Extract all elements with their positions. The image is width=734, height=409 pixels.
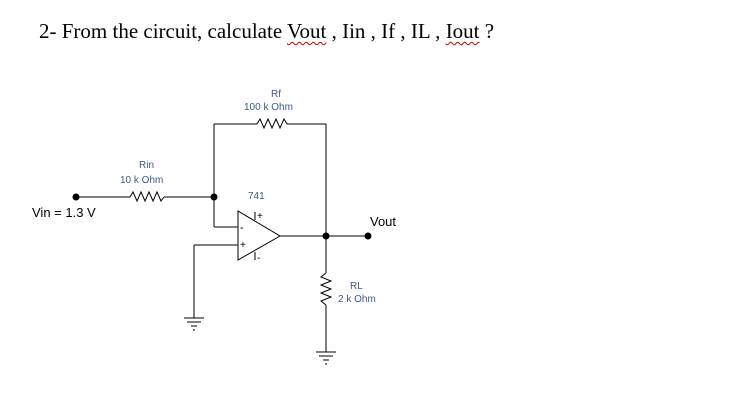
opamp-label: 741	[248, 191, 265, 202]
opamp-supply-plus: +	[257, 211, 263, 222]
rf-name-label: Rf	[271, 89, 281, 100]
question-suffix: ?	[479, 19, 495, 43]
rl-value-label: 2 k Ohm	[338, 294, 376, 305]
ground-symbol-left	[184, 317, 204, 331]
vin-label: Vin = 1.3 V	[32, 205, 96, 220]
rin-name-label: Rin	[139, 160, 154, 171]
rin-value-label: 10 k Ohm	[120, 175, 163, 186]
ground-symbol-right	[316, 351, 336, 365]
rf-value-label: 100 k Ohm	[244, 102, 293, 113]
question-middle: , Iin , If , IL ,	[326, 19, 446, 43]
vout-label: Vout	[370, 214, 396, 229]
question-vout: Vout	[287, 19, 327, 43]
rl-name-label: RL	[350, 281, 363, 292]
opamp-inverting-sign: -	[240, 222, 244, 234]
rf-resistor	[256, 117, 288, 130]
vout-terminal	[364, 232, 372, 240]
question-prefix: 2- From the circuit, calculate	[39, 19, 288, 43]
opamp-supply-minus: -	[257, 253, 260, 264]
rl-resistor	[319, 272, 333, 306]
opamp-symbol	[237, 210, 281, 261]
opamp-noninverting-sign: +	[240, 240, 246, 251]
question-iout: Iout	[445, 19, 480, 43]
rin-resistor	[129, 190, 165, 203]
question-text: 2- From the circuit, calculate Vout , Ii…	[39, 19, 494, 44]
